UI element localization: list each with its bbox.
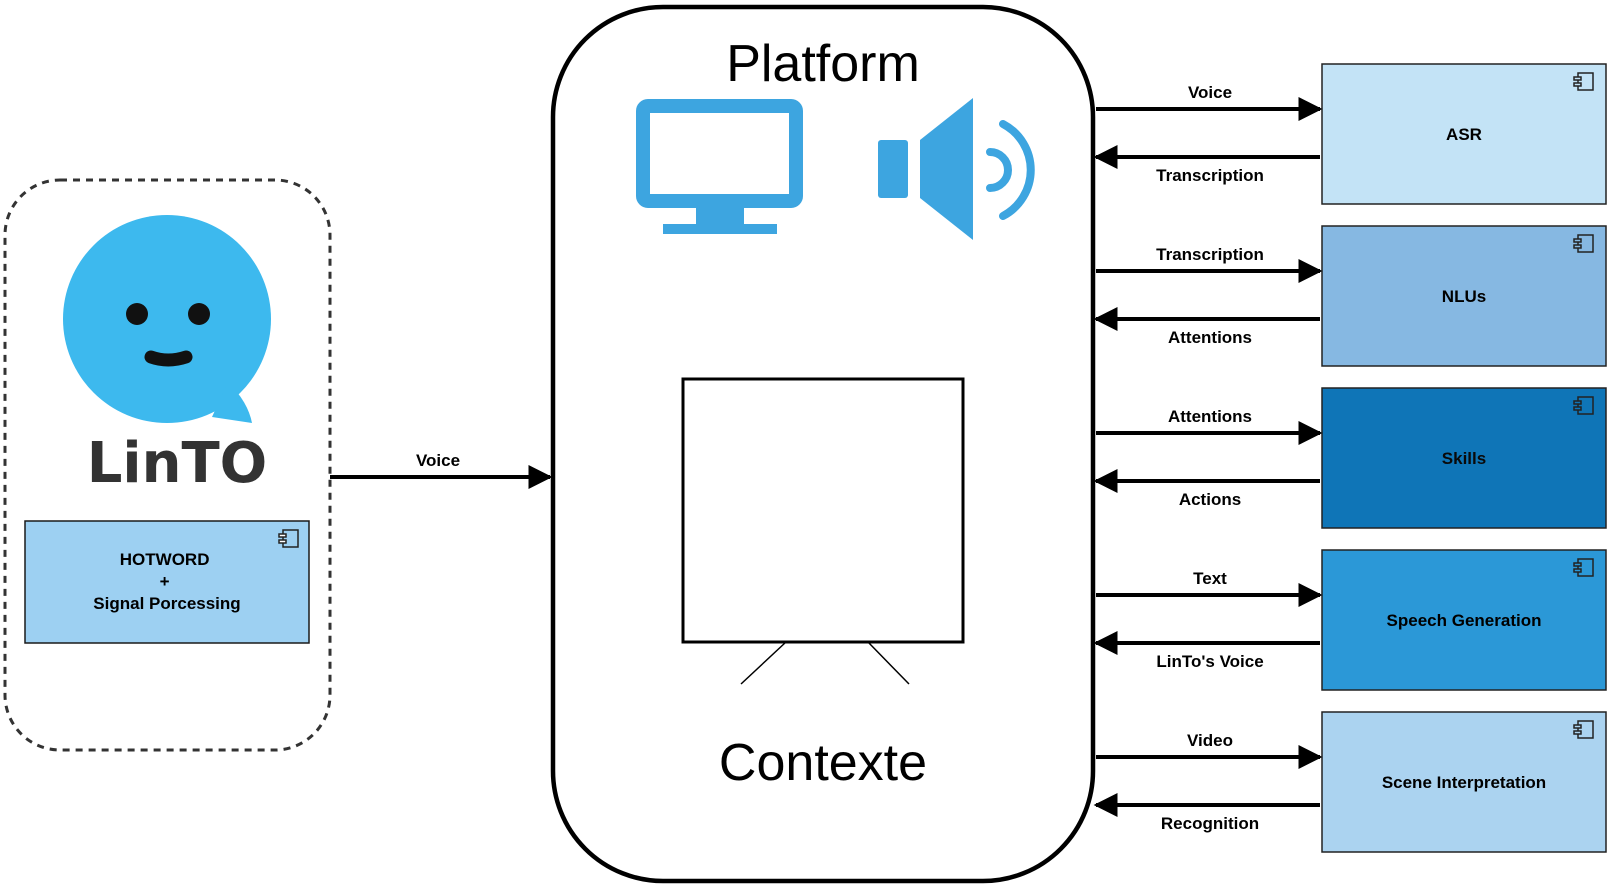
logo-left-eye: [126, 303, 148, 325]
component-icon: [1573, 396, 1594, 415]
response-label-speech-generation: LinTo's Voice: [1156, 652, 1263, 671]
response-label-skills: Actions: [1179, 490, 1241, 509]
service-name-asr: ASR: [1446, 125, 1482, 144]
speaker-icon: [878, 98, 1035, 240]
component-icon: [278, 529, 299, 548]
linto-voice-label: Voice: [416, 451, 460, 470]
context-label: Contexte: [719, 734, 927, 792]
component-icon: [1573, 558, 1594, 577]
component-icon: [1573, 72, 1594, 91]
service-box-scene-interpretation: [1321, 711, 1607, 853]
signal-processing-label: Signal Porcessing: [93, 594, 240, 613]
service-box-speech-generation: [1321, 549, 1607, 691]
service-name-nlus: NLUs: [1442, 287, 1486, 306]
linto-device-container: [3, 178, 332, 752]
request-label-skills: Attentions: [1168, 407, 1252, 426]
hotword-component: HOTWORD + Signal Porcessing: [24, 520, 310, 644]
whiteboard-icon: [681, 377, 965, 685]
service-box-skills: [1321, 387, 1607, 529]
service-name-speech-generation: Speech Generation: [1387, 611, 1542, 630]
logo-mouth: [144, 350, 193, 367]
logo-right-eye: [188, 303, 210, 325]
hotword-label: HOTWORD: [120, 550, 210, 569]
hotword-plus: +: [160, 572, 170, 591]
svg-text:HOTWORD + Signal P: HOTWORD + Signal Porcessing: [93, 550, 240, 613]
request-label-nlus: Transcription: [1156, 245, 1264, 264]
response-label-nlus: Attentions: [1168, 328, 1252, 347]
component-icon: [1573, 720, 1594, 739]
request-label-asr: Voice: [1188, 83, 1232, 102]
request-label-speech-generation: Text: [1193, 569, 1227, 588]
platform-container: [550, 4, 1096, 884]
monitor-icon: [636, 99, 803, 234]
component-icon: [1573, 234, 1594, 253]
service-box-nlus: [1321, 225, 1607, 367]
response-label-scene-interpretation: Recognition: [1161, 814, 1259, 833]
service-name-scene-interpretation: Scene Interpretation: [1382, 773, 1546, 792]
response-label-asr: Transcription: [1156, 166, 1264, 185]
linto-logo: LinTO: [63, 215, 271, 496]
platform-title: Platform: [726, 35, 920, 93]
service-box-asr: [1321, 63, 1607, 205]
service-name-skills: Skills: [1442, 449, 1486, 468]
request-label-scene-interpretation: Video: [1187, 731, 1233, 750]
linto-logo-text: LinTO: [87, 431, 268, 496]
